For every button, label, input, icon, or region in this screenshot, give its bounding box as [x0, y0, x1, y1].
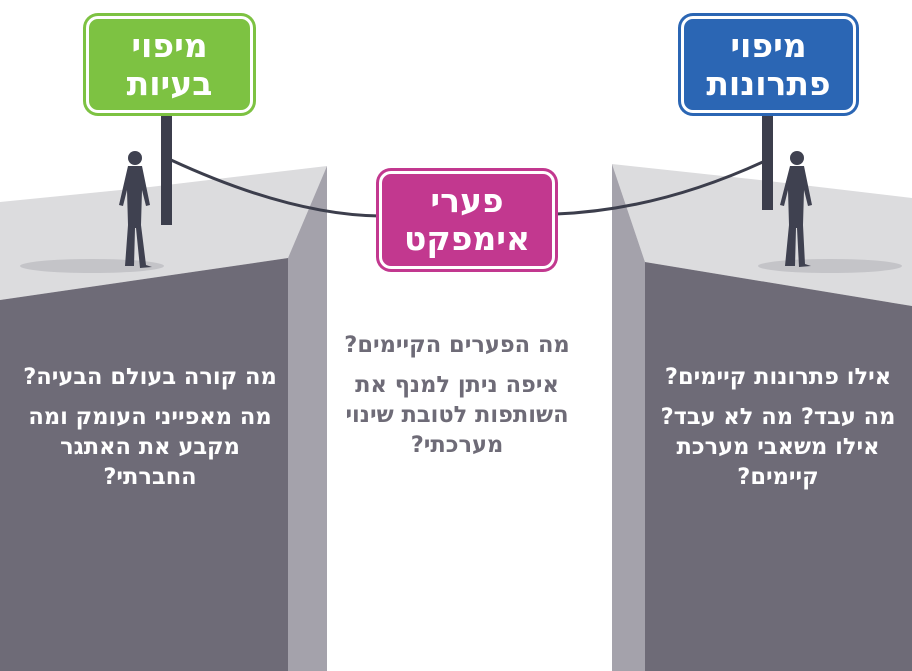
right-cliff-side [612, 164, 645, 671]
left-question-2: מה מאפייני העומק ומה מקבע את האתגר החברת… [28, 404, 272, 490]
solutions-sign-line1: מיפוי [730, 25, 807, 65]
problems-sign-line1: מיפוי [131, 25, 208, 65]
left-column-text: מה קורה בעולם הבעיה? מה מאפייני העומק ומ… [22, 362, 278, 492]
left-cliff-face [0, 258, 288, 671]
left-rope [170, 158, 381, 218]
left-question-1: מה קורה בעולם הבעיה? [23, 364, 277, 390]
right-cliff-face [645, 262, 912, 671]
center-question-2: איפה ניתן למנף את השותפות לטובת שינוי מע… [345, 372, 569, 458]
left-sign-post [161, 110, 172, 225]
right-rope [555, 158, 768, 216]
right-ground-shadow [758, 259, 902, 273]
problems-sign-line2: בעיות [126, 63, 213, 103]
solutions-sign-line2: פתרונות [706, 63, 831, 103]
right-column-text: אילו פתרונות קיימים? מה עבד? מה לא עבד? … [660, 362, 896, 492]
right-person-silhouette [780, 151, 812, 267]
left-cliff-side [288, 166, 327, 671]
right-sign-post [762, 110, 773, 210]
right-question-2: מה עבד? מה לא עבד? אילו משאבי מערכת קיימ… [660, 404, 896, 490]
right-question-1: אילו פתרונות קיימים? [664, 364, 892, 390]
left-person-silhouette [119, 151, 152, 268]
center-column-text: מה הפערים הקיימים? איפה ניתן למנף את השו… [344, 330, 570, 460]
solutions-sign: מיפוי פתרונות [681, 16, 856, 113]
center-question-1: מה הפערים הקיימים? [344, 332, 570, 358]
gaps-sign-line2: אימפקט [403, 219, 531, 258]
gaps-sign-line1: פערי [430, 181, 504, 220]
gaps-sign: פערי אימפקט [379, 171, 555, 269]
problems-sign: מיפוי בעיות [86, 16, 253, 113]
